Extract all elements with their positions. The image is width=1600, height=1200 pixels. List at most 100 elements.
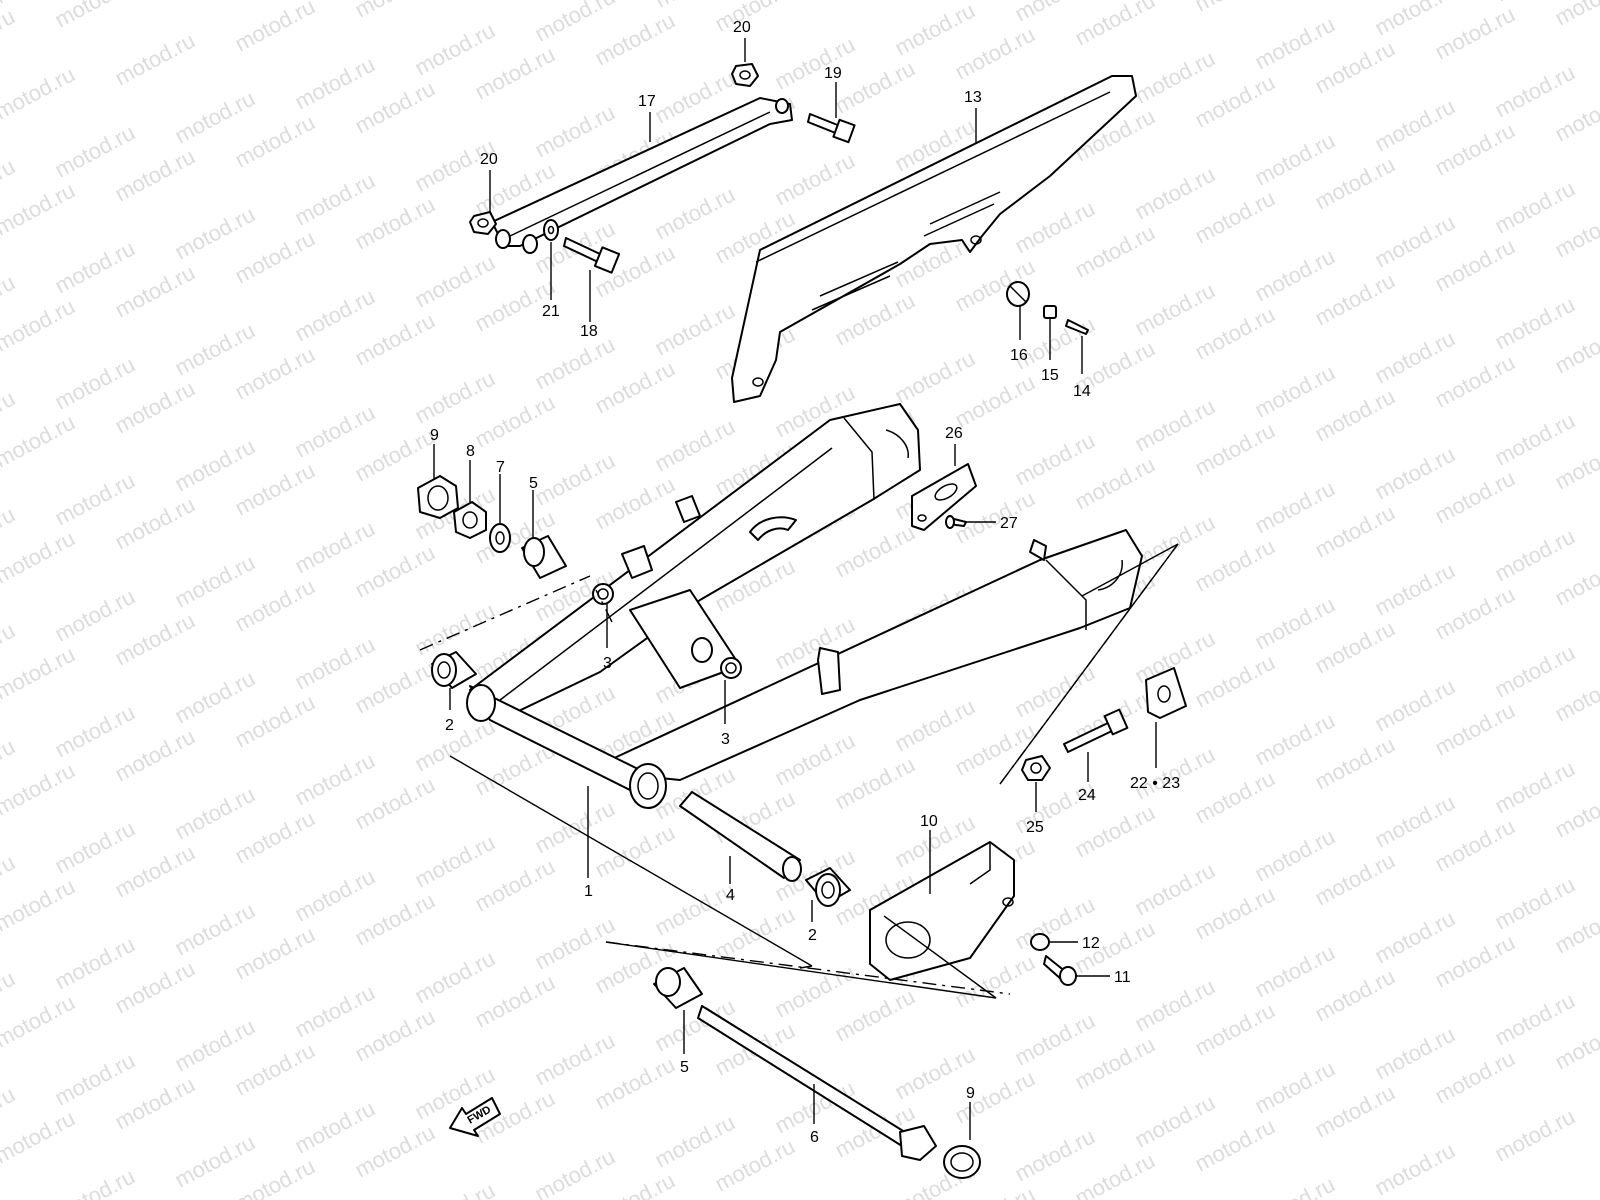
part-26-plate — [911, 463, 977, 531]
part-6-pivot-shaft — [697, 1005, 937, 1161]
watermark-text: motod.ru — [1251, 360, 1339, 423]
watermark-text: motod.ru — [171, 782, 259, 845]
watermark-text: motod.ru — [1431, 1046, 1519, 1109]
watermark-text: motod.ru — [51, 468, 139, 531]
watermark-text: motod.ru — [1311, 616, 1399, 679]
watermark-text: motod.ru — [411, 18, 499, 81]
callout-5: 5 — [529, 475, 538, 492]
watermark-text: motod.ru — [411, 366, 499, 429]
part-9-cap-bottom — [943, 1145, 981, 1179]
watermark-text: motod.ru — [171, 434, 259, 497]
callout-16: 16 — [1010, 347, 1028, 364]
watermark-text: motod.ru — [591, 820, 679, 883]
watermark-text: motod.ru — [111, 840, 199, 903]
watermark-text: motod.ru — [291, 748, 379, 811]
watermark-text: motod.ru — [351, 76, 439, 139]
part-3-spacer-b — [720, 657, 742, 679]
callout-1: 1 — [584, 883, 593, 900]
watermark-text: motod.ru — [651, 1110, 739, 1173]
watermark-text: motod.ru — [711, 1134, 799, 1197]
watermark-text: motod.ru — [291, 168, 379, 231]
watermark-text: motod.ru — [1251, 708, 1339, 771]
watermark-text: motod.ru — [1191, 1114, 1279, 1177]
watermark-text: motod.ru — [231, 690, 319, 753]
watermark-text: motod.ru — [1191, 418, 1279, 481]
watermark-text: motod.ru — [291, 632, 379, 695]
watermark-text: motod.ru — [1011, 776, 1099, 839]
part-21-washer — [543, 219, 559, 241]
watermark-text: motod.ru — [1371, 1138, 1459, 1200]
callout-7: 7 — [496, 459, 505, 476]
watermark-text: motod.ru — [1491, 756, 1579, 819]
watermark-text: motod.ru — [951, 22, 1039, 85]
part-16-cushion — [1006, 281, 1030, 307]
callout-27: 27 — [1000, 515, 1018, 532]
watermark-text: motod.ru — [1551, 84, 1600, 147]
fwd-arrow-icon: FWD — [449, 1097, 501, 1137]
watermark-text: motod.ru — [591, 8, 679, 71]
watermark-text: motod.ru — [1431, 234, 1519, 297]
part-14-screw — [1065, 319, 1089, 335]
watermark-text: motod.ru — [0, 874, 79, 937]
watermark-text: motod.ru — [1551, 432, 1600, 495]
callout-9: 9 — [430, 427, 439, 444]
watermark-text: motod.ru — [231, 574, 319, 637]
watermark-text: motod.ru — [1431, 582, 1519, 645]
watermark-text: motod.ru — [1191, 766, 1279, 829]
watermark-text: motod.ru — [291, 1096, 379, 1159]
watermark-text: motod.ru — [591, 1052, 679, 1115]
callout-6: 6 — [810, 1129, 819, 1146]
watermark-text: motod.ru — [291, 400, 379, 463]
watermark-text: motod.ru — [351, 656, 439, 719]
watermark-text: motod.ru — [1371, 790, 1459, 853]
callout-13: 13 — [964, 89, 982, 106]
watermark-text: motod.ru — [171, 202, 259, 265]
watermark-text: motod.ru — [231, 1038, 319, 1101]
watermark-text: motod.ru — [1251, 1056, 1339, 1119]
watermark-text: motod.ru — [1551, 0, 1600, 30]
watermark-text: motod.ru — [1011, 1008, 1099, 1071]
part-5-collar-top — [521, 535, 567, 579]
watermark-text: motod.ru — [1551, 780, 1600, 843]
watermark-text: motod.ru — [111, 608, 199, 671]
watermark-text: motod.ru — [231, 342, 319, 405]
callout-20: 20 — [480, 151, 498, 168]
watermark-text: motod.ru — [531, 912, 619, 975]
watermark-text: motod.ru — [351, 192, 439, 255]
watermark-text: motod.ru — [111, 144, 199, 207]
watermark-text: motod.ru — [1371, 906, 1459, 969]
watermark-text: motod.ru — [231, 226, 319, 289]
watermark-text: motod.ru — [291, 52, 379, 115]
callout-2: 2 — [445, 717, 454, 734]
part-5-collar-bottom — [653, 967, 703, 1009]
watermark-text: motod.ru — [771, 148, 859, 211]
watermark-text: motod.ru — [1191, 186, 1279, 249]
watermark-text: motod.ru — [1131, 1090, 1219, 1153]
watermark-text: motod.ru — [651, 414, 739, 477]
watermark-text: motod.ru — [1131, 162, 1219, 225]
watermark-text: motod.ru — [831, 984, 919, 1047]
part-20-nut-left — [469, 211, 497, 235]
callout-22-23: 22 • 23 — [1130, 775, 1180, 792]
watermark-text: motod.ru — [1011, 312, 1099, 375]
watermark-text: motod.ru — [951, 370, 1039, 433]
watermark-text: motod.ru — [1431, 2, 1519, 65]
watermark-text: motod.ru — [651, 298, 739, 361]
watermark-text: motod.ru — [1071, 452, 1159, 515]
watermark-text: motod.ru — [1251, 940, 1339, 1003]
watermark-text: motod.ru — [1251, 476, 1339, 539]
part-25-nut — [1021, 755, 1051, 781]
watermark-text: motod.ru — [831, 56, 919, 119]
watermark-text: motod.ru — [411, 250, 499, 313]
watermark-text: motod.ru — [171, 318, 259, 381]
watermark-text: motod.ru — [351, 1120, 439, 1183]
watermark-text: motod.ru — [51, 236, 139, 299]
watermark-text: motod.ru — [51, 584, 139, 647]
part-19-bolt — [807, 113, 856, 144]
watermark-text: motod.ru — [951, 1066, 1039, 1129]
watermark-text: motod.ru — [51, 0, 139, 32]
watermark-text: motod.ru — [1371, 94, 1459, 157]
watermark-text: motod.ru — [1311, 384, 1399, 447]
watermark-text: motod.ru — [1371, 1022, 1459, 1085]
callout-3: 3 — [721, 731, 730, 748]
